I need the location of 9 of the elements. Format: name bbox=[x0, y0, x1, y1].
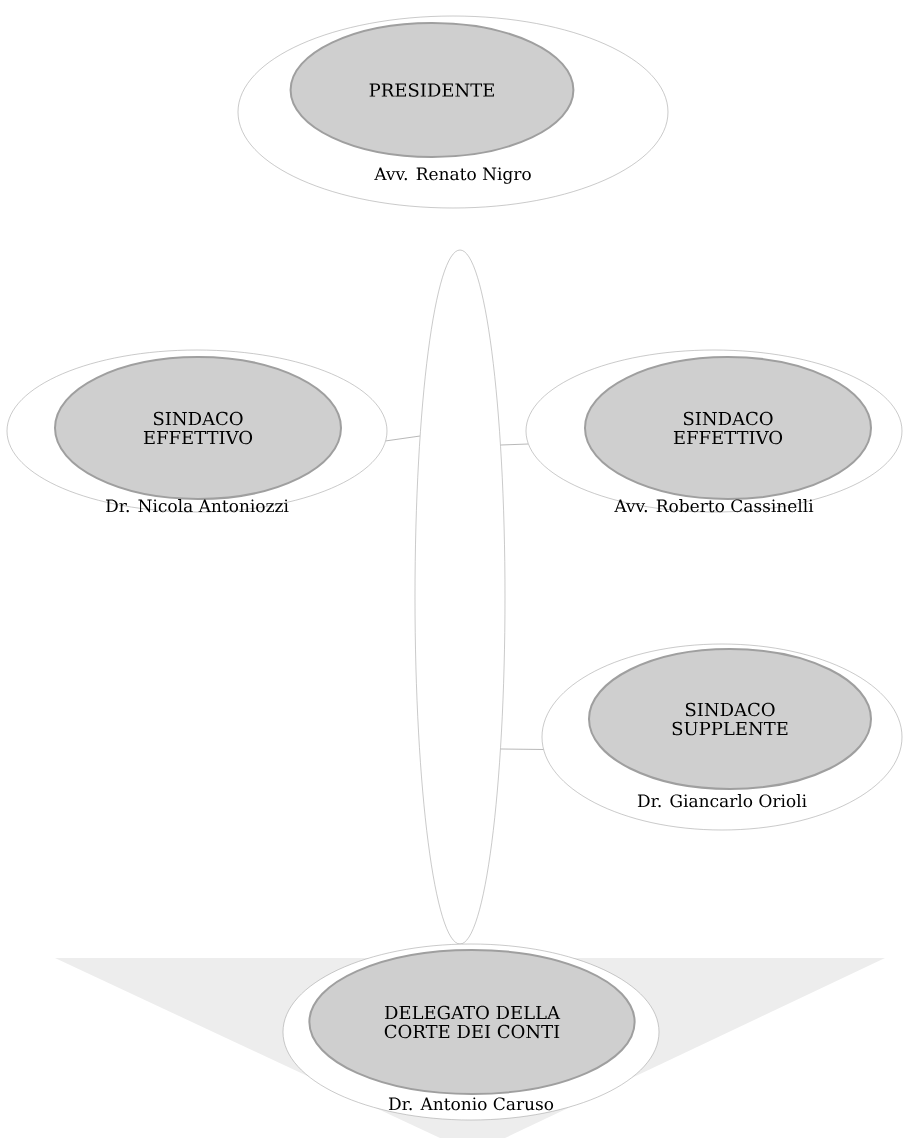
connector-line bbox=[500, 443, 529, 446]
connector-line bbox=[500, 748, 544, 750]
member-name: Avv. Roberto Cassinelli bbox=[614, 499, 814, 513]
connector-ellipse bbox=[414, 249, 506, 945]
member-name: Dr. Antonio Caruso bbox=[388, 1097, 554, 1111]
connector-line bbox=[385, 435, 421, 442]
member-name: Dr. Giancarlo Orioli bbox=[637, 794, 807, 808]
member-name: Avv. Renato Nigro bbox=[374, 167, 531, 184]
member-name: Dr. Nicola Antoniozzi bbox=[106, 499, 289, 513]
